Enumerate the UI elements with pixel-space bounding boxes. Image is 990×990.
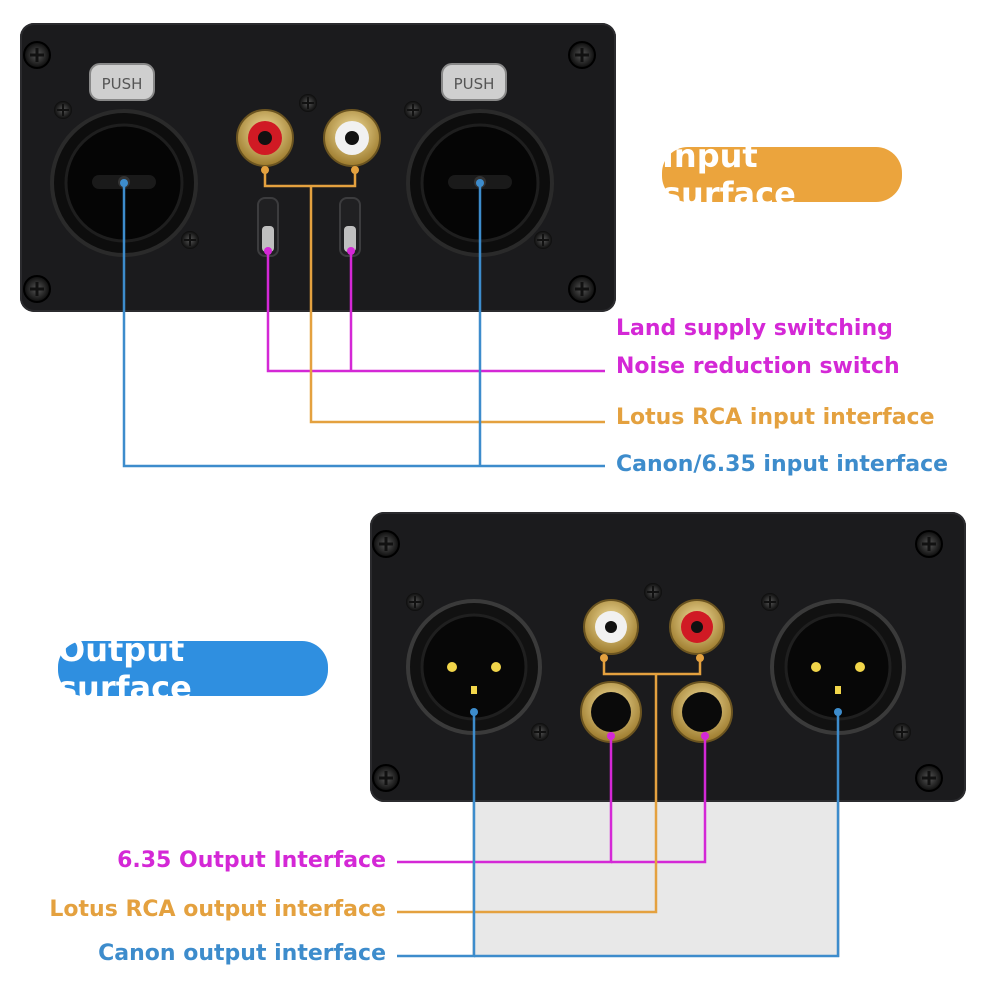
callout-dot [470, 708, 478, 716]
lotus-rca-input-label: Lotus RCA input interface [616, 405, 935, 430]
screw-icon [372, 530, 400, 558]
screw-icon [761, 593, 779, 611]
screw-icon [372, 764, 400, 792]
callout-line-canon-output [397, 712, 840, 958]
rca-input-red-jack[interactable] [236, 109, 294, 167]
screw-icon [181, 231, 199, 249]
screw-icon [404, 101, 422, 119]
rca-input-white-jack[interactable] [323, 109, 381, 167]
rca-output-white-jack[interactable] [583, 599, 639, 655]
callout-dot [264, 247, 272, 255]
output-635-right-jack[interactable] [671, 681, 733, 743]
lotus-rca-output-label: Lotus RCA output interface [49, 897, 386, 922]
canon-635-input-label: Canon/6.35 input interface [616, 452, 949, 477]
input-surface-title: Input surface [662, 137, 902, 213]
screw-icon [568, 41, 596, 69]
callout-dot [120, 179, 128, 187]
callout-dot [600, 654, 608, 662]
output-surface-title: Output surface [58, 631, 328, 707]
screw-icon [893, 723, 911, 741]
callout-line-635-output [397, 735, 707, 864]
screw-icon [54, 101, 72, 119]
screw-icon [915, 530, 943, 558]
screw-icon [534, 231, 552, 249]
rca-output-red-jack[interactable] [669, 599, 725, 655]
screw-icon [644, 583, 662, 601]
callout-dot [261, 166, 269, 174]
push-label: PUSH [454, 75, 495, 93]
output-635-label: 6.35 Output Interface [117, 848, 386, 873]
callout-dot [347, 247, 355, 255]
screw-icon [23, 275, 51, 303]
callout-dot [701, 732, 709, 740]
callout-dot [476, 179, 484, 187]
screw-icon [299, 94, 317, 112]
screw-icon [915, 764, 943, 792]
screw-icon [23, 41, 51, 69]
screw-icon [531, 723, 549, 741]
screw-icon [406, 593, 424, 611]
screw-icon [568, 275, 596, 303]
callout-dot [834, 708, 842, 716]
land-supply-label: Land supply switching [616, 316, 893, 341]
callout-line-switches [266, 251, 605, 373]
callout-line-rca-output [397, 656, 702, 914]
noise-reduction-label: Noise reduction switch [616, 354, 900, 379]
callout-line-canon-input [122, 183, 605, 468]
push-label: PUSH [102, 75, 143, 93]
callout-dot [351, 166, 359, 174]
callout-line-rca-input [263, 168, 605, 424]
xlr-output-right-jack[interactable] [770, 599, 906, 735]
callout-dot [696, 654, 704, 662]
callout-dot [607, 732, 615, 740]
canon-output-label: Canon output interface [98, 941, 386, 966]
